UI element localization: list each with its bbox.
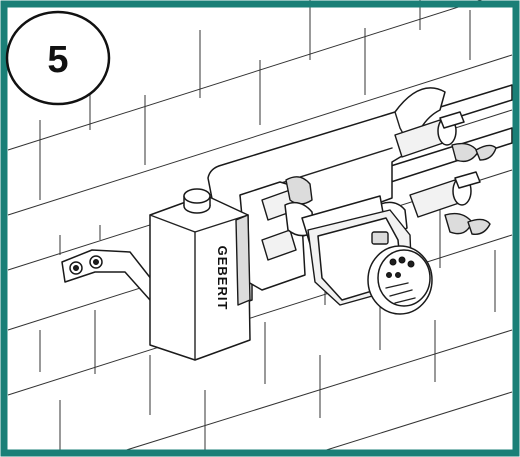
- step-circle: [5, 10, 111, 106]
- reservoir-tank: GEBERIT: [149, 188, 251, 361]
- brick-wall: [7, 0, 513, 453]
- shutoff-valve-bottom: [409, 171, 491, 235]
- thermostat-head: [307, 209, 433, 315]
- knob: [371, 231, 389, 245]
- shutoff-valve-top: [394, 111, 497, 163]
- tank-brand: GEBERIT: [215, 246, 230, 311]
- step-number: 5: [47, 39, 68, 81]
- step-badge: 5: [5, 10, 111, 106]
